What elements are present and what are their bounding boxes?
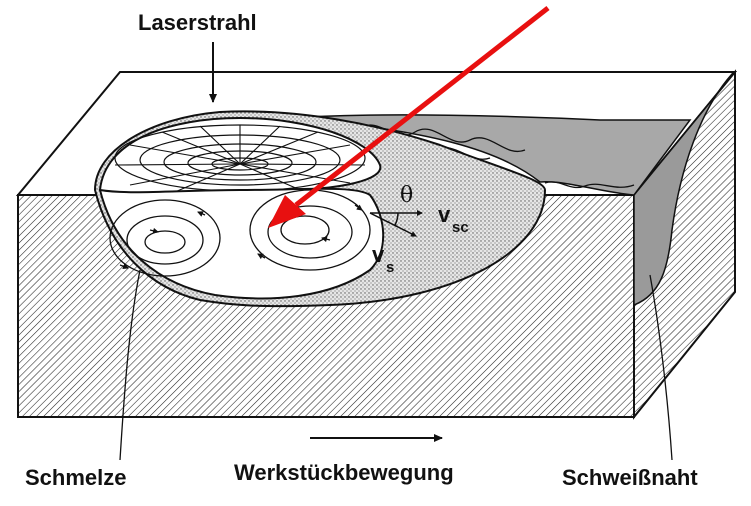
vs-subscript: s (386, 259, 394, 276)
weld-seam-label: Schweißnaht (562, 465, 698, 490)
vs-symbol: v (372, 242, 385, 267)
vsc-subscript: sc (452, 219, 469, 236)
theta-symbol: θ (400, 183, 413, 208)
workpiece-motion-label: Werkstückbewegung (234, 460, 454, 485)
laser-beam-label: Laserstrahl (138, 10, 257, 35)
vsc-symbol: v (438, 202, 451, 227)
melt-label: Schmelze (25, 465, 127, 490)
